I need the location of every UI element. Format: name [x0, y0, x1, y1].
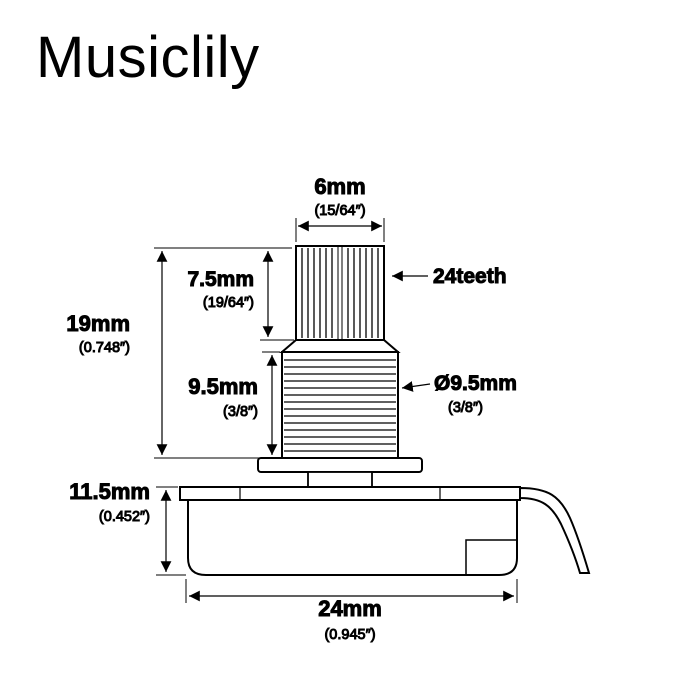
brand-logo: Musiclily — [36, 25, 260, 90]
shaft-collar — [279, 339, 401, 353]
teeth-label: 24teeth — [433, 265, 507, 288]
potentiometer-drawing — [179, 245, 591, 576]
dimension-annotations: 6mm (15/64″) 24teeth 7.5mm (19/64″) 19mm — [66, 174, 518, 644]
thread-diameter-alt: (3/8″) — [448, 400, 483, 416]
pot-body — [187, 499, 518, 576]
shaft-height-value: 7.5mm — [187, 268, 254, 291]
dim-thread-height: 9.5mm (3/8″) — [188, 351, 280, 455]
terminal-lug — [519, 486, 591, 574]
body-height-value: 11.5mm — [69, 479, 150, 504]
dim-thread-diameter: Ø9.5mm (3/8″) — [401, 372, 517, 417]
shaft-width-alt: (15/64″) — [314, 203, 365, 219]
mounting-hub — [307, 471, 373, 488]
knurled-shaft — [295, 245, 385, 341]
shaft-split-slot — [337, 247, 343, 339]
dim-shaft-width: 6mm (15/64″) — [295, 174, 385, 242]
body-height-alt: (0.452″) — [99, 509, 150, 525]
thread-height-alt: (3/8″) — [223, 404, 258, 420]
dim-body-height: 11.5mm (0.452″) — [69, 479, 186, 576]
total-height-value: 19mm — [66, 311, 130, 336]
cover-plate — [179, 486, 521, 501]
dim-shaft-height: 7.5mm (19/64″) — [187, 251, 294, 341]
knurl-teeth-lines — [301, 248, 379, 338]
thread-lines — [284, 359, 396, 452]
threaded-bushing — [281, 351, 399, 459]
dim-body-width: 24mm (0.945″) — [185, 579, 518, 644]
body-width-alt: (0.945″) — [324, 627, 375, 643]
shaft-height-alt: (19/64″) — [203, 295, 254, 311]
dim-total-height: 19mm (0.748″) — [66, 247, 292, 459]
thread-diameter-value: Ø9.5mm — [434, 372, 517, 395]
bushing-flange — [257, 457, 423, 473]
total-height-alt: (0.748″) — [79, 340, 130, 356]
body-step — [465, 539, 516, 574]
dim-teeth: 24teeth — [392, 265, 507, 289]
thread-height-value: 9.5mm — [188, 374, 258, 399]
body-width-value: 24mm — [318, 596, 382, 621]
shaft-width-value: 6mm — [314, 174, 365, 199]
